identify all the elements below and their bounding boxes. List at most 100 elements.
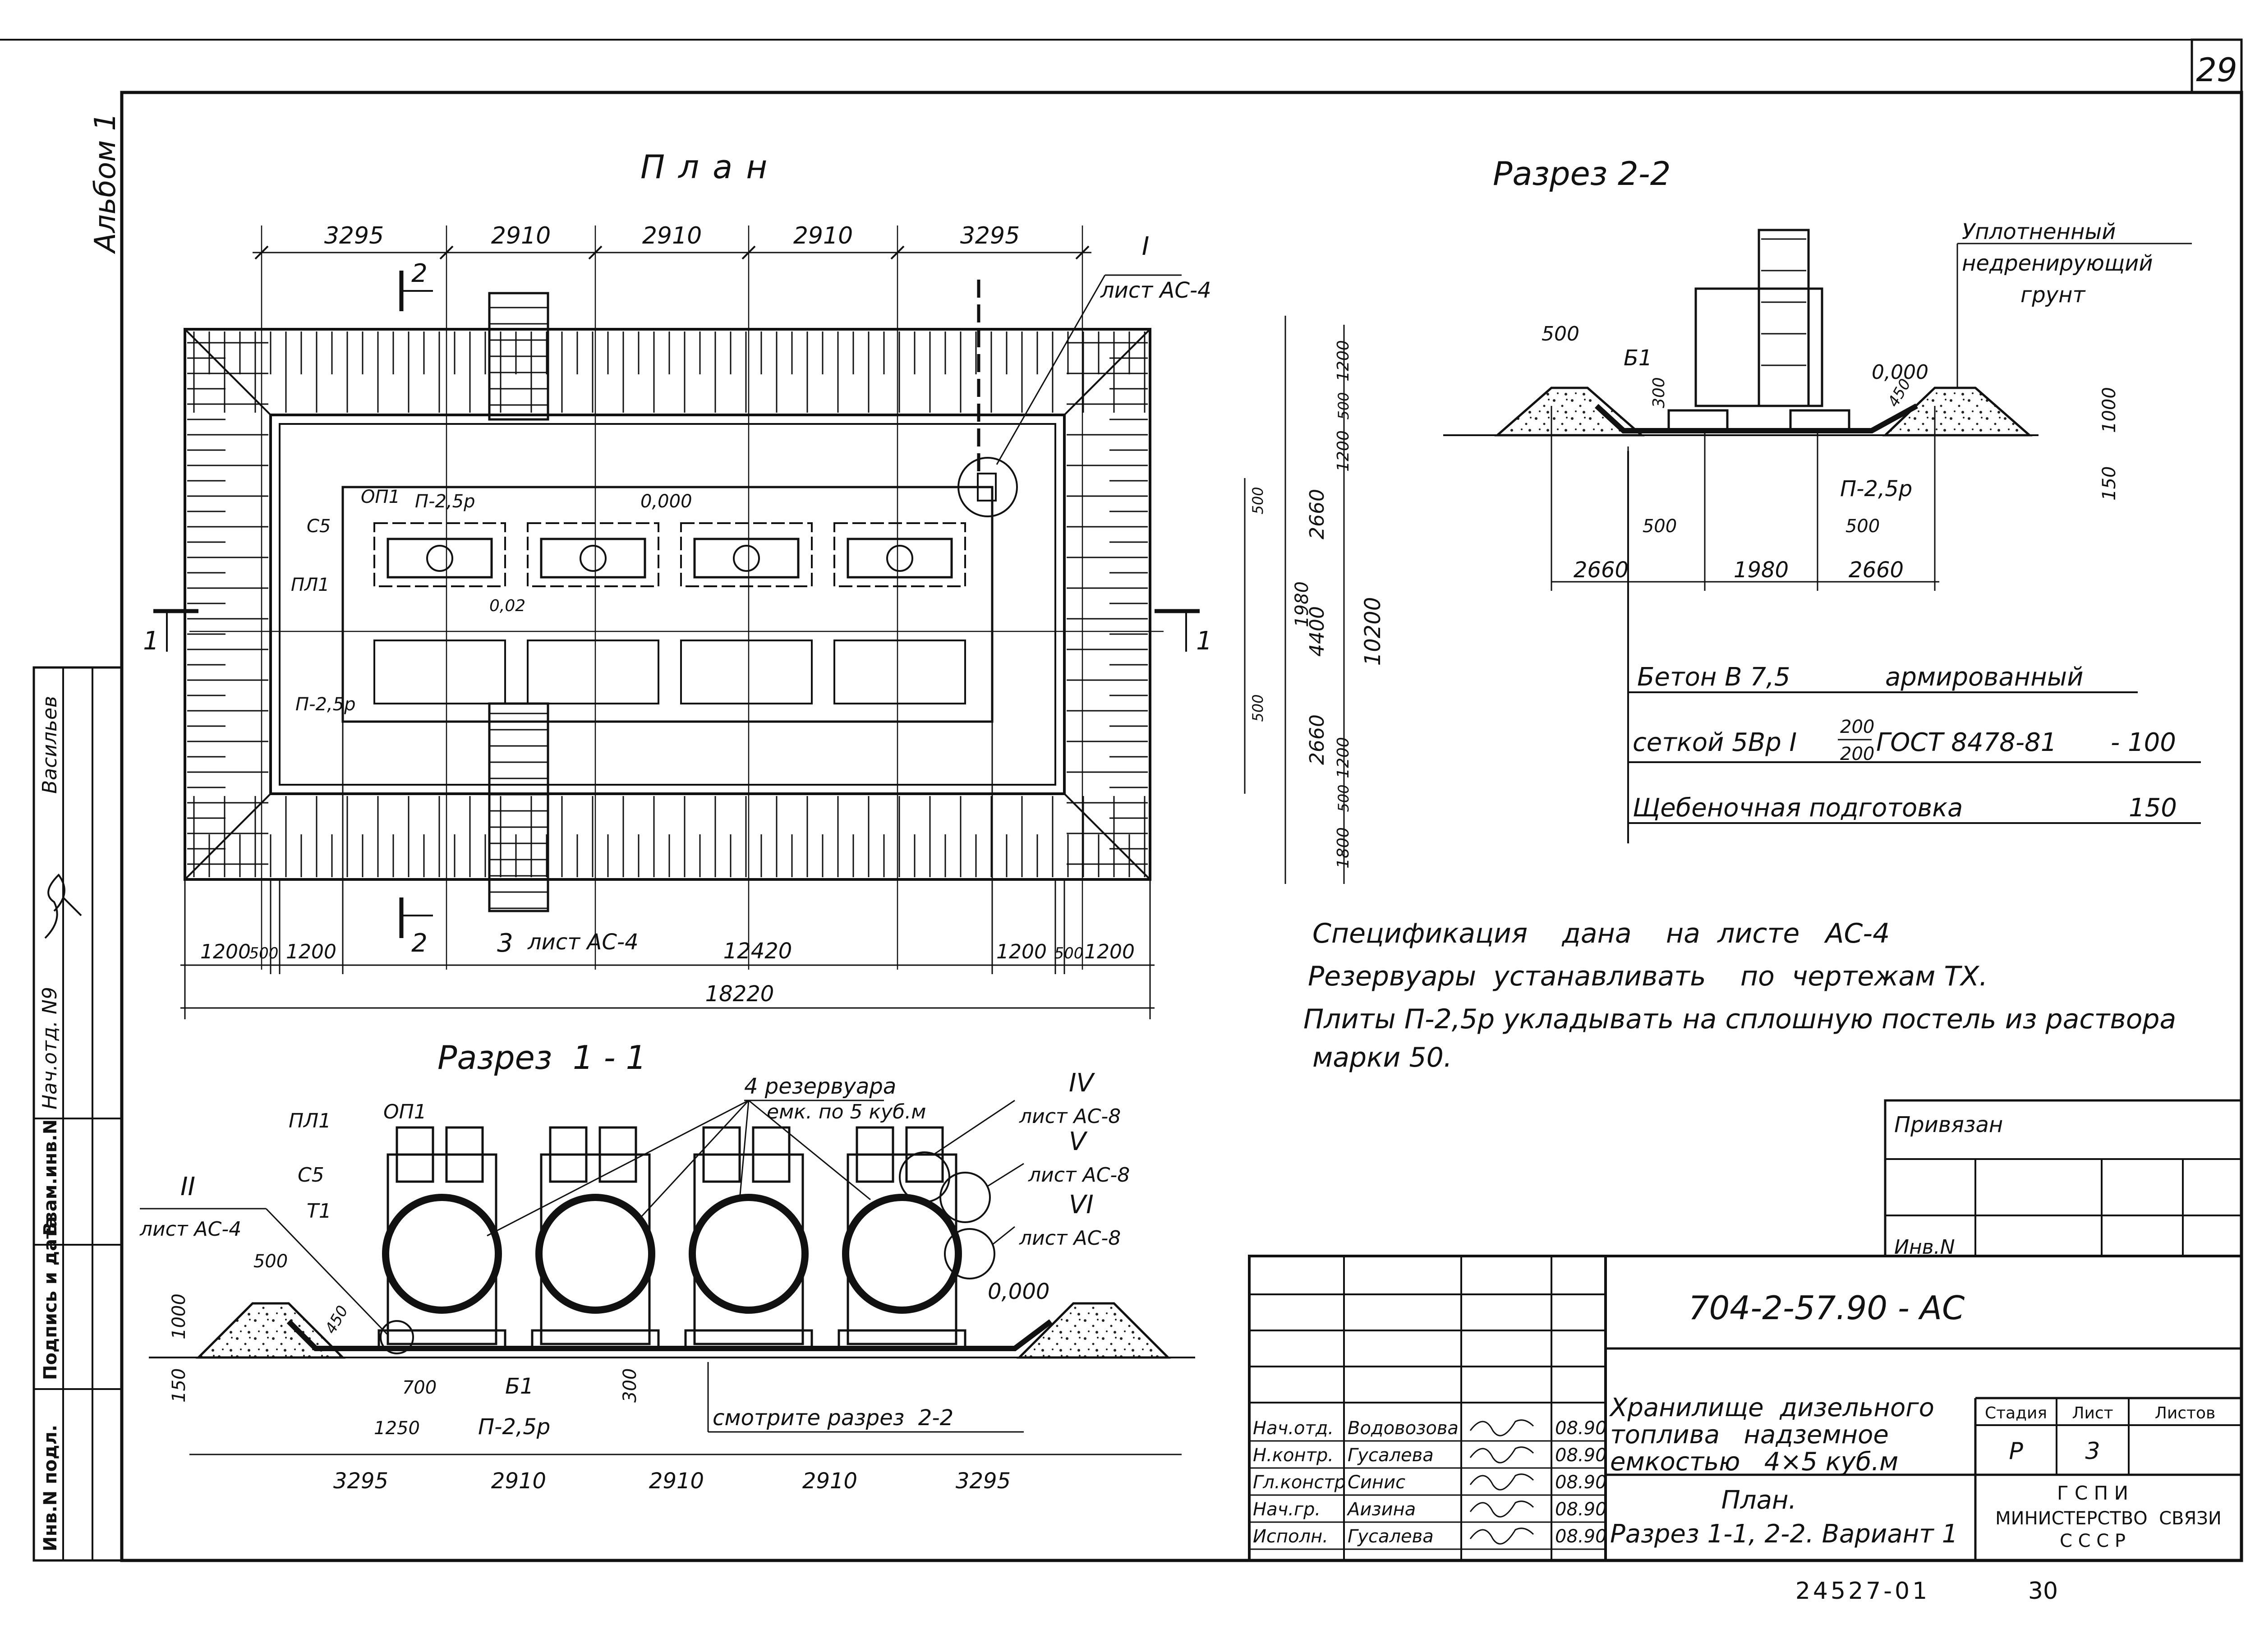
section22-title: Разрез 2-2	[1493, 155, 1671, 193]
plan-right-inner-7: 1200	[1334, 737, 1353, 778]
section-1-1: Разрез 1 - 1 4 резервуара емк. по 5 куб.…	[139, 1039, 1195, 1494]
s22-dim300: 300	[1650, 377, 1668, 408]
doc-code: 704-2-57.90 - АС	[1689, 1289, 1965, 1327]
s11-op1: ОП1	[383, 1100, 427, 1123]
note-4: марки 50.	[1312, 1042, 1452, 1073]
plan-right-inner-9: 1800	[1334, 827, 1353, 869]
sheet-name-2: Разрез 1-1, 2-2. Вариант 1	[1610, 1519, 1958, 1549]
legend-row1-left: Бетон В 7,5	[1637, 663, 1790, 692]
s11-dim-3: 2910	[649, 1468, 704, 1494]
signer-date: 08.90	[1555, 1445, 1607, 1466]
tank-ladder	[445, 1126, 484, 1183]
plan-bottom-dim-2: 500	[249, 944, 279, 962]
stair-bottom	[488, 702, 549, 912]
tank-outline	[540, 538, 646, 579]
plan-top-dim-1: 3295	[324, 222, 384, 249]
plan-zero: 0,000	[640, 491, 692, 512]
s11-pl1: ПЛ1	[289, 1109, 331, 1132]
plan-total-height: 10200	[1360, 597, 1385, 666]
soil-note-3: грунт	[2020, 282, 2086, 308]
s22-p25: П-2,5р	[1840, 476, 1912, 502]
s22-dim1000: 1000	[2099, 387, 2120, 433]
berm-left	[1494, 387, 1645, 437]
stamp-name: Васильев	[38, 696, 61, 794]
signer-date: 08.90	[1555, 1418, 1607, 1439]
tank-hatch	[580, 545, 607, 572]
project-name-1: Хранилище дизельного	[1609, 1393, 1934, 1422]
plan-right-inner-2: 500	[1335, 392, 1352, 419]
project-name-2: топлива надземное	[1610, 1420, 1889, 1450]
tank-frame	[693, 1153, 804, 1345]
signer-role: Исполн.	[1253, 1526, 1328, 1547]
s22-b1: Б1	[1624, 345, 1652, 371]
plan-right-inner-3: 1200	[1334, 430, 1353, 472]
tank-shell	[842, 1194, 962, 1314]
vzam-inv-label: Взам.инв.N	[40, 1119, 61, 1236]
page-number: 29	[2196, 51, 2237, 89]
legend-row2-num: 200	[1840, 717, 1874, 737]
signature-date-label: Подпись и дата	[40, 1216, 61, 1380]
s11-dim-5: 3295	[956, 1468, 1011, 1494]
legend-row1-right: армированный	[1885, 663, 2083, 692]
signer-role: Гл.констр	[1253, 1472, 1346, 1493]
plan-right-mid-1: 2660	[1306, 489, 1329, 539]
org-3: С С С Р	[2060, 1531, 2126, 1551]
general-notes: Спецификация дана на листе АС-4 Резервуа…	[1303, 918, 2176, 1073]
s11-tanks-note-2: емк. по 5 куб.м	[767, 1100, 926, 1123]
album-label: Альбом 1	[89, 113, 122, 254]
signer-signature	[1469, 1528, 1534, 1545]
sheet-header: Лист	[2072, 1404, 2113, 1422]
tank-plate-bottom	[680, 640, 813, 704]
plan-right-inner-8: 500	[1335, 784, 1352, 812]
plan-right-dims: 10200 2660 4400 2660 1200 500 1200 500 1…	[1244, 316, 1385, 884]
node1-circle	[957, 457, 1018, 517]
s11-dim150: 150	[169, 1368, 189, 1403]
note-3: Плиты П-2,5р укладывать на сплошную пост…	[1303, 1003, 2176, 1035]
plan-bottom-dim-1: 1200	[200, 940, 251, 963]
tank-platform	[549, 1126, 588, 1183]
legend-row3-val: 150	[2129, 793, 2177, 823]
s11-c5: С5	[298, 1164, 324, 1187]
tank-frame	[387, 1153, 497, 1345]
node1-label: I	[1142, 232, 1150, 261]
plan-slope: 0,02	[489, 597, 525, 615]
s11-dim1250: 1250	[374, 1418, 420, 1439]
note-1: Спецификация дана на листе АС-4	[1312, 918, 1890, 949]
plan-total-width: 18220	[705, 981, 774, 1007]
tank-shell	[689, 1194, 809, 1314]
tank-outline	[387, 538, 493, 579]
plan-section-markers: 2 2 1 1	[143, 259, 1212, 958]
signer-date: 08.90	[1555, 1499, 1607, 1520]
tank-plate-top	[527, 522, 659, 587]
section1-right-label: 1	[1196, 626, 1212, 656]
s22-dim-2: 1980	[1734, 557, 1789, 583]
plan-top-dim-5: 3295	[960, 222, 1020, 249]
s22-dim500-a: 500	[1643, 516, 1677, 537]
plan-bottom-dim-4: 12420	[723, 939, 792, 964]
section-2-2: Разрез 2-2 Уплотненный недренирующий гру…	[1443, 155, 2192, 843]
node3-label: 3	[497, 929, 513, 958]
plan-top-dim-4: 2910	[793, 222, 853, 249]
sheet-name-1: План.	[1721, 1486, 1797, 1515]
plan-bottom-dim-3: 1200	[286, 940, 336, 963]
s11-node2-sheet: лист АС-4	[139, 1218, 241, 1241]
material-legend: Бетон В 7,5 армированный сеткой 5Вр I 20…	[1628, 663, 2201, 824]
tanks-section	[377, 1126, 966, 1350]
signer-signature	[1469, 1473, 1534, 1491]
s11-dim-4: 2910	[802, 1468, 857, 1494]
plan-right-mid-3: 2660	[1306, 714, 1329, 765]
signer-name: Водовозова	[1348, 1418, 1459, 1439]
s11-berm-left	[195, 1302, 346, 1359]
plan-right-inner-5: 1980	[1292, 581, 1312, 627]
s11-dim-1: 3295	[333, 1468, 388, 1494]
plan-p25-top: П-2,5р	[415, 491, 475, 512]
stage-header: Стадия	[1985, 1404, 2047, 1422]
tanks-plan	[373, 522, 966, 704]
s22-dim150: 150	[2099, 466, 2120, 501]
legend-row2-gost: ГОСТ 8478-81	[1876, 728, 2057, 757]
s11-t1: Т1	[307, 1200, 331, 1223]
node1-sheet: лист АС-4	[1100, 278, 1211, 303]
tank-shell	[535, 1194, 655, 1314]
